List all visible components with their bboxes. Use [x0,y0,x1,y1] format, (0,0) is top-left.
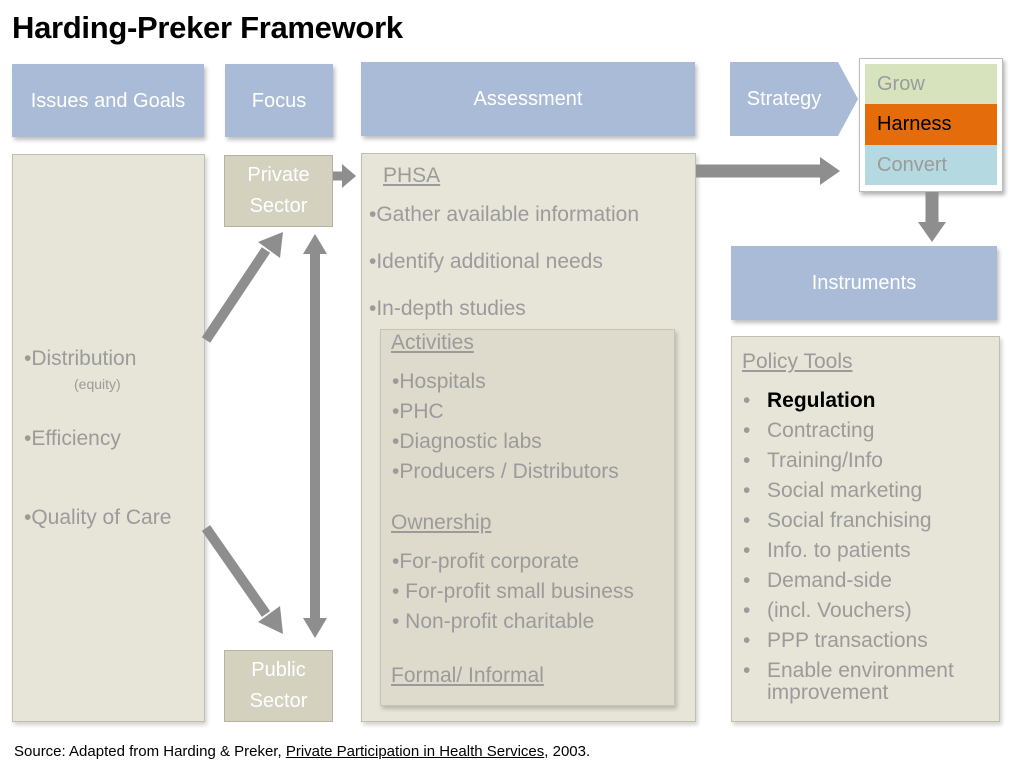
arrow-private-to-assessment-head [342,164,356,188]
bullet-icon: • [743,449,751,472]
activities-panel [380,329,675,706]
policy-tool-item: • Social marketing [743,479,922,503]
policy-tool-continuation: improvement [767,681,889,704]
private-sector-line2: Sector [249,195,308,217]
policy-tool-item: • Demand-side [743,569,892,593]
focus-header: Focus [225,64,333,137]
policy-tool-label: PPP transactions [767,629,928,652]
policy-tool-label: Contracting [767,419,875,442]
public-sector-line2: Sector [249,690,308,712]
source-link[interactable]: Private Participation in Health Services [285,743,545,760]
bullet-icon: • [743,419,751,442]
strategy-convert: Convert [865,145,997,185]
ownership-heading: Ownership [391,511,492,534]
public-sector-box: Public Sector [224,650,333,722]
bullet-icon: • [743,599,751,622]
arrow-issues-to-private-head [258,232,283,258]
policy-tool-label: Demand-side [767,569,892,592]
issues-panel [12,154,205,722]
policy-tool-item: • (incl. Vouchers) [743,599,912,623]
policy-tools-heading: Policy Tools [742,350,853,373]
assessment-bullet-studies: •In-depth studies [369,297,526,320]
source-suffix: , 2003. [544,743,591,760]
policy-tool-label: Social franchising [767,509,932,532]
bullet-icon: • [743,569,751,592]
issues-goals-header: Issues and Goals [12,64,204,137]
assessment-bullet-gather: •Gather available information [369,203,639,226]
policy-tool-item: • PPP transactions [743,629,928,653]
policy-tool-label: (incl. Vouchers) [767,599,912,622]
policy-tools-panel [731,336,1000,722]
issue-distribution: •Distribution [24,347,137,370]
activity-item: •PHC [392,400,444,423]
strategy-options: Grow Harness Convert [859,58,1003,192]
public-sector-line1: Public [251,659,306,681]
policy-tool-label: Enable environment [767,659,954,682]
private-sector-line1: Private [247,164,310,186]
policy-tool-label: Info. to patients [767,539,911,562]
policy-tool-item: • Regulation [743,389,876,413]
ownership-item: • For-profit small business [392,580,634,603]
bullet-icon: • [743,389,751,412]
arrow-issues-to-private [201,247,271,343]
issue-distribution-note: (equity) [74,376,121,392]
bullet-icon: • [743,509,751,532]
bullet-icon: • [743,629,751,652]
policy-tool-label: Social marketing [767,479,923,502]
activity-item: •Diagnostic labs [392,430,542,453]
policy-tool-item: • Training/Info [743,449,883,473]
policy-tool-label: Training/Info [767,449,883,472]
private-sector-box: Private Sector [224,155,333,227]
strategy-header: Strategy [746,87,822,110]
ownership-item: •For-profit corporate [392,550,580,573]
strategy-grow: Grow [865,64,997,104]
bullet-icon: • [743,539,751,562]
phsa-heading: PHSA [383,164,441,187]
policy-tool-label: Regulation [767,389,876,412]
assessment-bullet-identify: •Identify additional needs [369,250,603,273]
instruments-header: Instruments [731,246,997,320]
arrow-strategy-to-instruments-head [918,222,946,242]
arrow-bidirectional-top-head [303,234,327,254]
arrow-assessment-to-strategy-head [820,157,840,185]
bullet-icon: • [743,659,751,682]
bullet-icon: • [743,479,751,502]
policy-tool-item: • Enable environment [743,659,954,683]
formal-informal-heading: Formal/ Informal [391,664,544,687]
issue-quality: •Quality of Care [24,506,172,529]
issue-efficiency: •Efficiency [24,427,121,450]
ownership-item: • Non-profit charitable [392,610,595,633]
activity-item: •Producers / Distributors [392,460,619,483]
strategy-chevron [730,62,858,136]
arrow-issues-to-public [201,525,271,617]
source-prefix: Source: Adapted from Harding & Preker, [14,743,286,760]
assessment-header: Assessment [361,62,695,136]
policy-tool-item: • Info. to patients [743,539,911,563]
strategy-harness: Harness [865,104,997,145]
arrow-bidirectional-bottom-head [303,618,327,638]
policy-tool-item: • Social franchising [743,509,932,533]
activity-item: •Hospitals [392,370,486,393]
arrow-issues-to-public-head [258,606,283,634]
page-title: Harding-Preker Framework [12,10,403,45]
activities-heading: Activities [391,331,474,354]
policy-tool-item: • Contracting [743,419,874,443]
source-citation: Source: Adapted from Harding & Preker, P… [14,743,590,760]
